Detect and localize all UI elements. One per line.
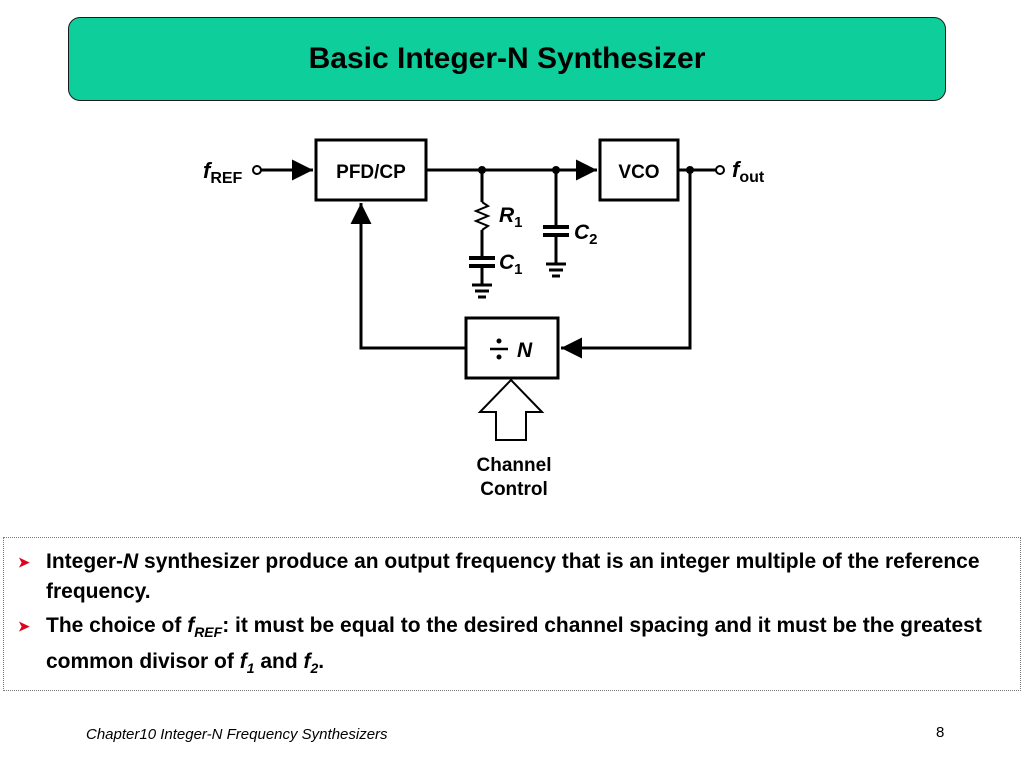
feedback-wire-out bbox=[561, 170, 692, 359]
divide-symbol-dot bbox=[496, 338, 502, 344]
bullet-item: ➤ The choice of fREF: it must be equal t… bbox=[14, 611, 1010, 683]
channel-control-line1: Channel bbox=[477, 455, 552, 476]
channel-control-arrow bbox=[477, 378, 545, 441]
input-terminal bbox=[252, 165, 262, 175]
resistor-r1 bbox=[473, 201, 491, 231]
divider-block bbox=[464, 316, 560, 380]
title-box: Basic Integer-N Synthesizer bbox=[68, 17, 946, 101]
page-number: 8 bbox=[936, 724, 945, 741]
pfd-cp-label: PFD/CP bbox=[336, 162, 406, 183]
bullet-box: ➤ Integer-N synthesizer produce an outpu… bbox=[3, 537, 1021, 691]
bullet-text: Integer-N synthesizer produce an output … bbox=[46, 550, 980, 603]
vco-label: VCO bbox=[618, 162, 659, 183]
output-terminal bbox=[715, 165, 725, 175]
r1-label: R1 bbox=[499, 204, 523, 231]
bullet-arrow-icon: ➤ bbox=[18, 554, 30, 570]
divide-symbol-dot bbox=[496, 354, 502, 360]
f-ref-label: fREF bbox=[203, 158, 243, 187]
slide-title: Basic Integer-N Synthesizer bbox=[308, 42, 706, 75]
footer-chapter: Chapter10 Integer-N Frequency Synthesize… bbox=[86, 726, 388, 743]
bullet-text: The choice of fREF: it must be equal to … bbox=[46, 614, 982, 677]
c2-label: C2 bbox=[574, 221, 598, 248]
bullet-arrow-icon: ➤ bbox=[18, 618, 30, 634]
bullet-item: ➤ Integer-N synthesizer produce an outpu… bbox=[14, 547, 1010, 607]
pll-block-diagram: fREF PFD/CP R1 C1 C2 VCO fout N Channel … bbox=[203, 138, 765, 500]
channel-control-line2: Control bbox=[480, 479, 548, 500]
divider-label: N bbox=[517, 339, 533, 362]
c1-label: C1 bbox=[499, 251, 523, 278]
feedback-wire-in bbox=[350, 203, 466, 350]
pfd-cp-block bbox=[314, 138, 428, 202]
f-out-label: fout bbox=[732, 157, 765, 186]
